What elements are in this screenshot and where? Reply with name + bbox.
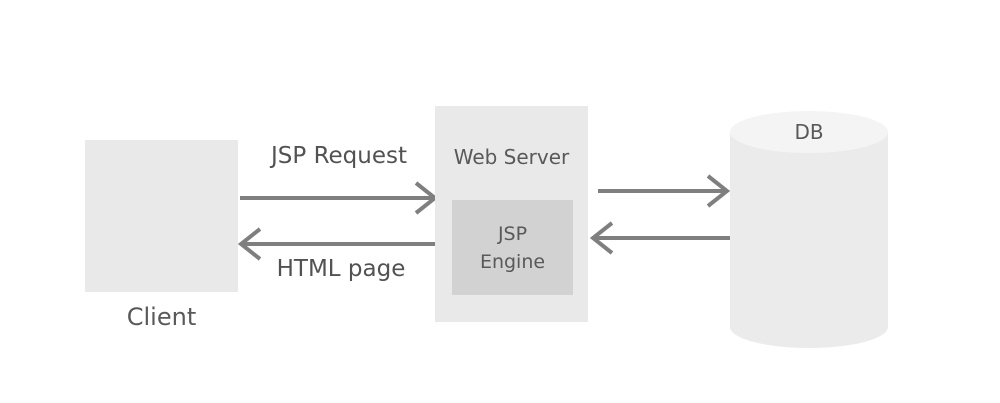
client-node-label: Client <box>126 303 197 331</box>
db-node: DB <box>730 111 888 349</box>
arrow-right-webserver-to-db-icon <box>598 171 730 211</box>
web-server-node-label: Web Server <box>453 145 570 169</box>
db-cylinder-body <box>730 132 888 348</box>
db-node-label: DB <box>794 120 824 144</box>
jsp-request-edge-label: JSP Request <box>271 143 407 169</box>
client-node <box>85 140 238 292</box>
jsp-engine-node-label: JSP Engine <box>479 222 546 273</box>
html-page-edge-label: HTML page <box>276 256 406 282</box>
jsp-engine-node: JSP Engine <box>452 200 573 295</box>
arrow-left-webserver-to-client-icon <box>238 224 436 264</box>
arrow-right-client-to-webserver-icon <box>240 178 438 218</box>
arrow-left-db-to-webserver-icon <box>590 218 730 258</box>
db-cylinder-top <box>730 111 888 153</box>
